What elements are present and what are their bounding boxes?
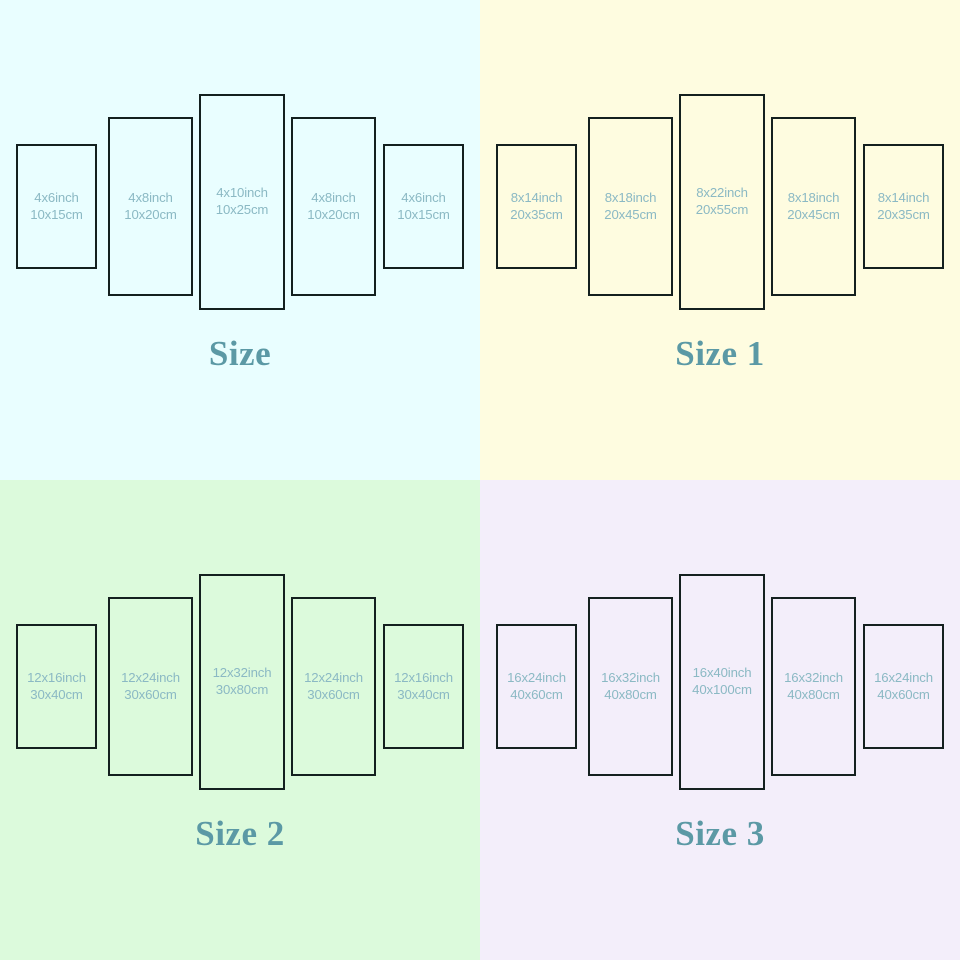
panel-size-cm: 10x15cm (397, 206, 450, 222)
panel-size-cm: 20x35cm (877, 206, 930, 222)
panel-size-label: 12x16inch 30x40cm (27, 670, 86, 704)
panel-size-cm: 30x80cm (215, 682, 269, 697)
panel-size-cm: 40x100cm (692, 682, 752, 697)
panel-size-cm: 10x15cm (30, 206, 83, 222)
canvas-panel-3: 12x32inch 30x80cm (199, 574, 285, 790)
panel-size-label: 8x14inch 20x35cm (510, 189, 563, 224)
panel-size-cm: 40x80cm (604, 686, 657, 702)
panel-size-inch: 4x6inch (401, 189, 446, 205)
panel-size-inch: 12x16inch (27, 669, 86, 685)
size-variant-panel-size-3: 16x24inch 40x60cm 16x32inch 40x80cm 16x4… (480, 480, 960, 960)
variant-title: Size 1 (675, 334, 765, 373)
panel-size-cm: 30x60cm (307, 686, 360, 702)
variant-title: Size 3 (675, 814, 765, 853)
canvas-panel-5: 16x24inch 40x60cm (863, 624, 944, 749)
panel-size-inch: 4x10inch (216, 185, 268, 201)
panel-size-cm: 20x35cm (510, 206, 563, 222)
panel-size-inch: 4x8inch (128, 189, 173, 205)
canvas-panel-4: 16x32inch 40x80cm (771, 597, 856, 776)
panel-size-label: 4x6inch 10x15cm (397, 189, 450, 224)
panel-size-cm: 40x60cm (510, 686, 563, 702)
frame-group: 12x16inch 30x40cm 12x24inch 30x60cm 12x3… (0, 480, 480, 810)
panel-size-inch: 4x6inch (34, 189, 79, 205)
canvas-panel-3: 16x40inch 40x100cm (679, 574, 765, 790)
panel-size-label: 12x24inch 30x60cm (121, 670, 180, 704)
canvas-panel-2: 8x18inch 20x45cm (588, 117, 673, 296)
panel-size-label: 12x32inch 30x80cm (213, 665, 272, 699)
canvas-panel-4: 8x18inch 20x45cm (771, 117, 856, 296)
canvas-panel-4: 12x24inch 30x60cm (291, 597, 376, 776)
frame-group: 16x24inch 40x60cm 16x32inch 40x80cm 16x4… (480, 480, 960, 810)
frame-group: 4x6inch 10x15cm 4x8inch 10x20cm 4x10inch… (0, 0, 480, 330)
canvas-panel-2: 16x32inch 40x80cm (588, 597, 673, 776)
canvas-panel-2: 12x24inch 30x60cm (108, 597, 193, 776)
panel-size-label: 16x32inch 40x80cm (784, 670, 843, 704)
panel-size-cm: 30x40cm (397, 686, 450, 702)
canvas-panel-1: 8x14inch 20x35cm (496, 144, 577, 269)
panel-size-cm: 40x60cm (877, 686, 930, 702)
panel-size-cm: 20x55cm (695, 202, 749, 217)
panel-size-inch: 8x14inch (877, 189, 930, 205)
panel-size-cm: 10x20cm (124, 206, 177, 222)
variant-title: Size 2 (195, 814, 285, 853)
panel-size-inch: 12x32inch (212, 665, 272, 681)
panel-size-label: 8x18inch 20x45cm (604, 189, 657, 224)
canvas-panel-4: 4x8inch 10x20cm (291, 117, 376, 296)
panel-size-label: 16x40inch 40x100cm (692, 665, 752, 699)
panel-size-inch: 16x32inch (601, 669, 660, 685)
panel-size-label: 16x24inch 40x60cm (874, 670, 933, 704)
panel-size-label: 8x18inch 20x45cm (787, 189, 840, 224)
panel-size-inch: 4x8inch (311, 189, 356, 205)
panel-size-cm: 10x20cm (307, 206, 360, 222)
size-variant-panel-size-1: 8x14inch 20x35cm 8x18inch 20x45cm 8x22in… (480, 0, 960, 480)
panel-size-label: 4x8inch 10x20cm (307, 189, 360, 224)
panel-size-inch: 16x40inch (692, 665, 752, 681)
panel-size-cm: 10x25cm (215, 202, 269, 217)
panel-size-label: 4x6inch 10x15cm (30, 189, 83, 224)
panel-size-inch: 16x24inch (507, 669, 566, 685)
canvas-panel-3: 8x22inch 20x55cm (679, 94, 765, 310)
panel-size-inch: 12x16inch (394, 669, 453, 685)
panel-size-label: 16x24inch 40x60cm (507, 670, 566, 704)
panel-size-cm: 20x45cm (787, 206, 840, 222)
panel-size-label: 4x8inch 10x20cm (124, 189, 177, 224)
panel-size-cm: 30x60cm (124, 686, 177, 702)
panel-size-cm: 40x80cm (787, 686, 840, 702)
panel-size-label: 8x22inch 20x55cm (695, 185, 749, 219)
canvas-panel-1: 16x24inch 40x60cm (496, 624, 577, 749)
panel-size-label: 8x14inch 20x35cm (877, 189, 930, 224)
canvas-panel-5: 12x16inch 30x40cm (383, 624, 464, 749)
size-variant-panel-size: 4x6inch 10x15cm 4x8inch 10x20cm 4x10inch… (0, 0, 480, 480)
panel-size-label: 16x32inch 40x80cm (601, 670, 660, 704)
panel-size-inch: 8x22inch (696, 185, 748, 201)
size-variant-panel-size-2: 12x16inch 30x40cm 12x24inch 30x60cm 12x3… (0, 480, 480, 960)
canvas-panel-5: 4x6inch 10x15cm (383, 144, 464, 269)
panel-size-inch: 8x14inch (510, 189, 563, 205)
panel-size-cm: 30x40cm (30, 686, 83, 702)
canvas-panel-2: 4x8inch 10x20cm (108, 117, 193, 296)
panel-size-label: 4x10inch 10x25cm (215, 185, 269, 219)
panel-size-inch: 12x24inch (121, 669, 180, 685)
variant-title: Size (208, 334, 272, 373)
canvas-panel-1: 4x6inch 10x15cm (16, 144, 97, 269)
panel-size-cm: 20x45cm (604, 206, 657, 222)
panel-size-inch: 8x18inch (787, 189, 840, 205)
panel-size-inch: 16x24inch (874, 669, 933, 685)
canvas-panel-3: 4x10inch 10x25cm (199, 94, 285, 310)
panel-size-label: 12x24inch 30x60cm (304, 670, 363, 704)
panel-size-inch: 16x32inch (784, 669, 843, 685)
canvas-panel-1: 12x16inch 30x40cm (16, 624, 97, 749)
panel-size-inch: 12x24inch (304, 669, 363, 685)
canvas-panel-5: 8x14inch 20x35cm (863, 144, 944, 269)
frame-group: 8x14inch 20x35cm 8x18inch 20x45cm 8x22in… (480, 0, 960, 330)
panel-size-label: 12x16inch 30x40cm (394, 670, 453, 704)
panel-size-inch: 8x18inch (604, 189, 657, 205)
